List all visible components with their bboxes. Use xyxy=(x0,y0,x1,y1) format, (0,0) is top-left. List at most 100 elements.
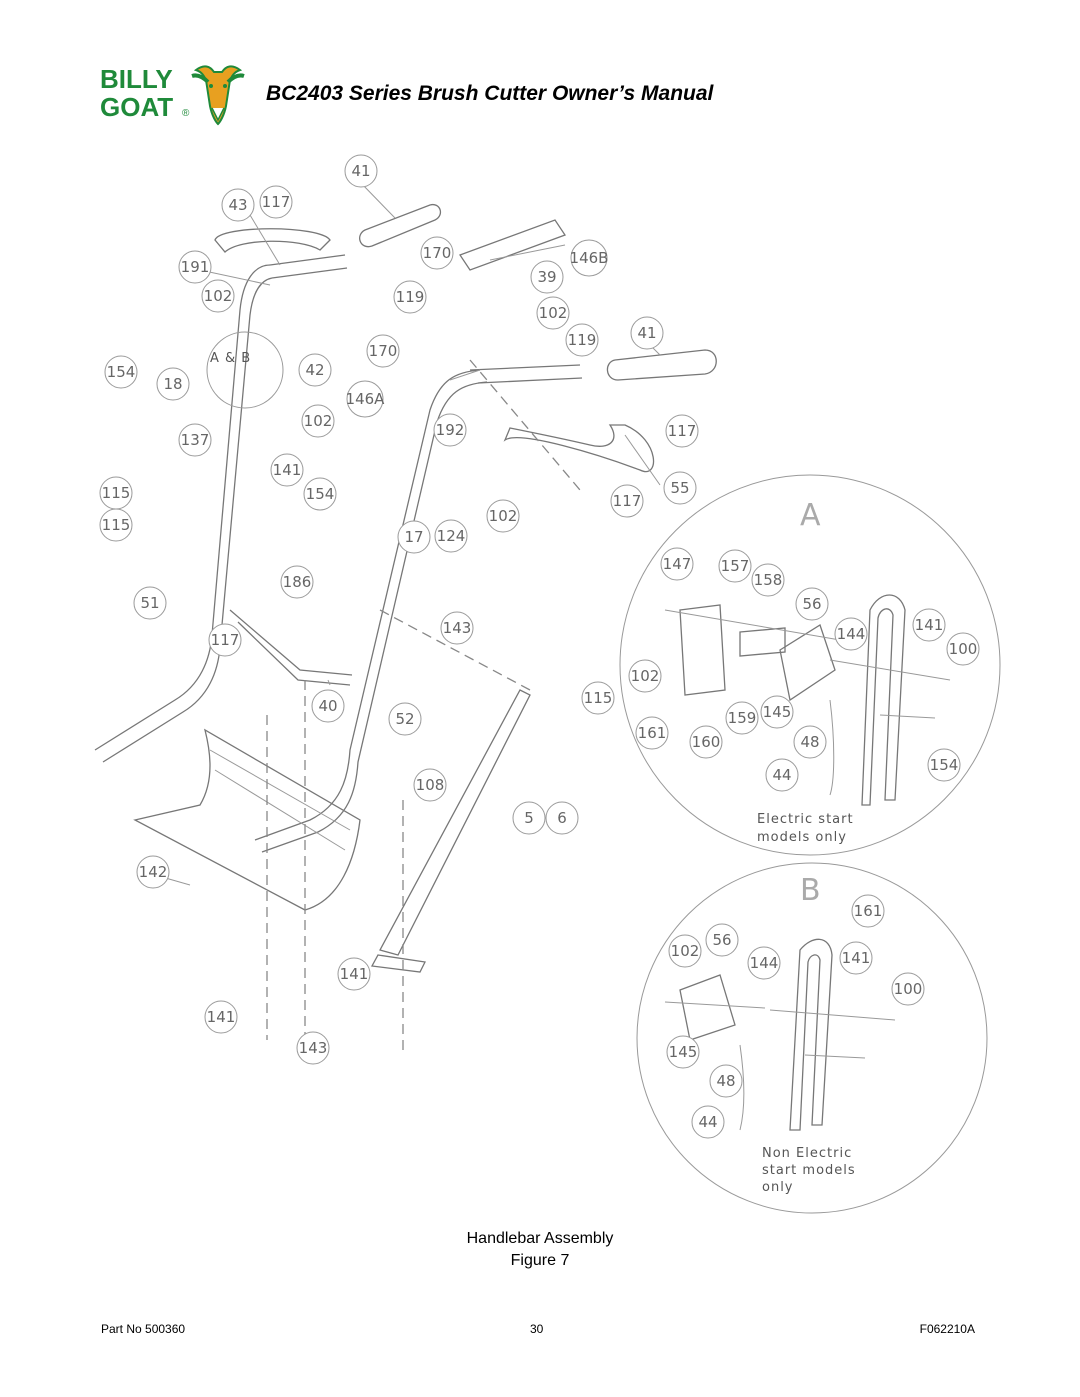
callout-143: 143 xyxy=(296,1031,330,1065)
detail-b-letter: B xyxy=(800,873,821,908)
callout-circle xyxy=(635,716,669,750)
callout-102: 102 xyxy=(301,404,335,438)
callout-circle xyxy=(630,316,664,350)
callout-108: 108 xyxy=(413,768,447,802)
callout-circle xyxy=(440,611,474,645)
callout-119: 119 xyxy=(393,280,427,314)
callout-circle xyxy=(660,547,694,581)
callout-label: 102 xyxy=(204,287,233,305)
callout-56: 56 xyxy=(795,587,829,621)
callout-circle xyxy=(296,1031,330,1065)
callout-label: 17 xyxy=(404,528,423,546)
callout-label: 42 xyxy=(305,361,324,379)
callout-circle xyxy=(851,894,885,928)
brackets xyxy=(214,228,655,473)
callout-141: 141 xyxy=(912,608,946,642)
callout-label: 141 xyxy=(842,949,871,967)
callout-circle xyxy=(270,453,304,487)
callout-label: 186 xyxy=(283,573,312,591)
callout-161: 161 xyxy=(851,894,885,928)
callout-186: 186 xyxy=(280,565,314,599)
callout-48: 48 xyxy=(793,725,827,759)
callout-circle xyxy=(486,499,520,533)
callout-label: 147 xyxy=(663,555,692,573)
callout-label: 41 xyxy=(637,324,656,342)
callout-102: 102 xyxy=(628,659,662,693)
callout-label: 102 xyxy=(539,304,568,322)
callout-label: 143 xyxy=(443,619,472,637)
callout-circle xyxy=(298,353,332,387)
callout-circle xyxy=(793,725,827,759)
callout-label: 102 xyxy=(671,942,700,960)
callout-label: 144 xyxy=(837,625,866,643)
part-number: Part No 500360 xyxy=(101,1322,186,1336)
callout-circle xyxy=(434,519,468,553)
callout-circle xyxy=(311,689,345,723)
callout-label: 154 xyxy=(107,363,136,381)
callout-119: 119 xyxy=(565,323,599,357)
callout-label: 160 xyxy=(692,733,721,751)
callout-label: 161 xyxy=(854,902,883,920)
callout-115: 115 xyxy=(99,476,133,510)
callout-label: 191 xyxy=(181,258,210,276)
callout-circle xyxy=(545,801,579,835)
callout-43: 43 xyxy=(221,188,255,222)
callout-circle xyxy=(303,477,337,511)
callout-circle xyxy=(751,563,785,597)
detail-a-note-line2: models only xyxy=(757,830,847,845)
upper-bar-and-grips xyxy=(359,203,717,381)
callout-17: 17 xyxy=(397,520,431,554)
callout-41: 41 xyxy=(344,154,378,188)
logo-line1: BILLY xyxy=(100,64,173,94)
callout-154: 154 xyxy=(927,748,961,782)
callout-141: 141 xyxy=(337,957,371,991)
callout-label: 100 xyxy=(894,980,923,998)
detail-a-letter: A xyxy=(800,498,821,533)
callout-circle xyxy=(280,565,314,599)
callout-40: 40 xyxy=(311,689,345,723)
callout-144: 144 xyxy=(747,946,781,980)
callout-145: 145 xyxy=(666,1035,700,1069)
callout-170: 170 xyxy=(366,334,400,368)
callout-label: 115 xyxy=(102,484,131,502)
callout-100: 100 xyxy=(946,632,980,666)
callout-label: 146A xyxy=(346,390,386,408)
callout-label: 102 xyxy=(304,412,333,430)
page-number: 30 xyxy=(530,1322,544,1336)
callout-label: 170 xyxy=(423,244,452,262)
callout-circle xyxy=(344,154,378,188)
callout-label: 142 xyxy=(139,863,168,881)
callout-146A: 146A xyxy=(346,380,386,418)
callout-142: 142 xyxy=(136,855,170,889)
callout-circle xyxy=(259,185,293,219)
callout-circle xyxy=(397,520,431,554)
callout-circle xyxy=(795,587,829,621)
callout-label: 117 xyxy=(613,492,642,510)
callout-label: 56 xyxy=(802,595,821,613)
callout-circle xyxy=(512,801,546,835)
callout-41: 41 xyxy=(630,316,664,350)
callout-label: 52 xyxy=(395,710,414,728)
callout-circle xyxy=(208,623,242,657)
callout-label: 154 xyxy=(930,756,959,774)
callout-circle xyxy=(665,414,699,448)
callout-160: 160 xyxy=(689,725,723,759)
callout-circle xyxy=(201,279,235,313)
callout-label: 48 xyxy=(800,733,819,751)
callout-label: 100 xyxy=(949,640,978,658)
callout-label: 115 xyxy=(584,689,613,707)
callout-circle xyxy=(346,380,384,418)
detail-b: B Non Electric start models only xyxy=(636,862,988,1214)
callout-circle xyxy=(530,260,564,294)
callout-label: 40 xyxy=(318,697,337,715)
callout-circle xyxy=(393,280,427,314)
callout-55: 55 xyxy=(663,471,697,505)
handlebar-frame xyxy=(94,254,583,853)
callout-56: 56 xyxy=(705,923,739,957)
callout-label: 145 xyxy=(763,703,792,721)
callout-label: 51 xyxy=(140,594,159,612)
callout-191: 191 xyxy=(178,250,212,284)
callout-label: 161 xyxy=(638,724,667,742)
callout-circle xyxy=(839,941,873,975)
